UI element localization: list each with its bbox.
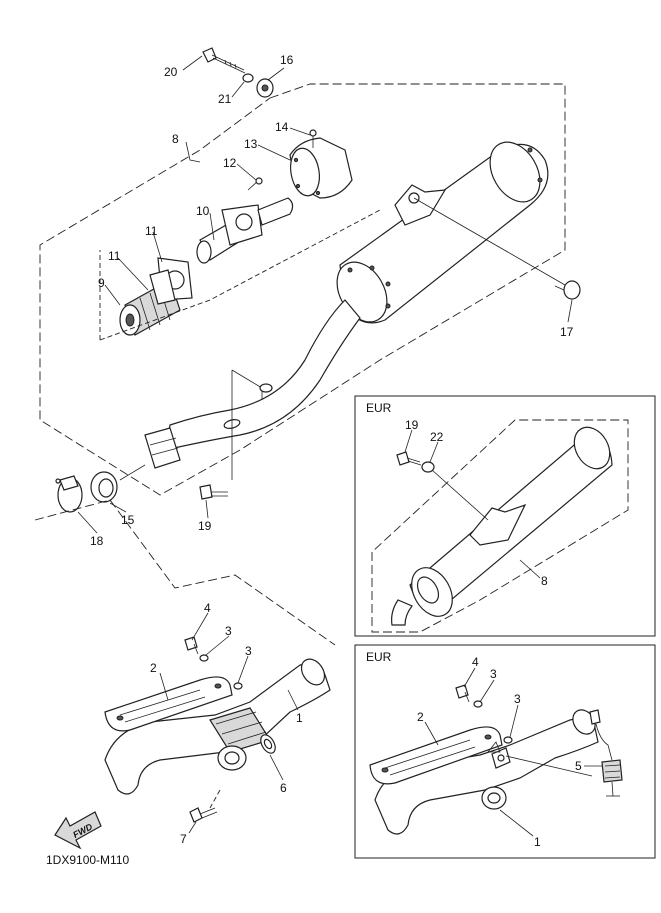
eur-washer-3a (473, 700, 483, 708)
callout-1b: 1 (534, 835, 541, 849)
washer-3b (233, 682, 243, 690)
bolt-4 (184, 636, 199, 655)
callout-20: 20 (164, 65, 178, 79)
callout-2: 2 (150, 661, 157, 675)
eur-muffler-box (354, 395, 656, 637)
callout-18: 18 (90, 534, 104, 548)
callout-13: 13 (244, 137, 258, 151)
callout-6: 6 (280, 781, 287, 795)
eur-bolt-19 (396, 451, 422, 466)
callout-numbers: 20 21 16 14 13 12 10 11 11 9 8 17 15 18 … (90, 53, 582, 849)
eur-heat-protector-2 (369, 726, 503, 785)
muffler-bracket (394, 184, 447, 226)
callout-14: 14 (275, 120, 289, 134)
callout-11a: 11 (145, 224, 158, 238)
callout-4b: 4 (472, 655, 479, 669)
callout-3d: 3 (514, 692, 521, 706)
muffler-group-outline (39, 83, 566, 496)
gasket-6 (260, 734, 276, 754)
bolt-20 (202, 47, 246, 74)
callout-17: 17 (560, 325, 574, 339)
callout-22: 22 (430, 430, 444, 444)
eur-washer-3b (503, 736, 513, 744)
gasket-11b (149, 269, 176, 305)
callout-11b: 11 (108, 249, 121, 263)
callout-12: 12 (223, 156, 237, 170)
header-group-outline (34, 499, 336, 646)
eur-washer-22 (421, 461, 435, 473)
eur-region-label: EUR (366, 401, 392, 415)
callout-3c: 3 (490, 667, 497, 681)
callout-19: 19 (198, 519, 212, 533)
callout-3b: 3 (245, 644, 252, 658)
callout-5: 5 (575, 759, 582, 773)
washer-21 (242, 73, 254, 83)
callout-19b: 19 (405, 418, 419, 432)
callout-8b: 8 (541, 574, 548, 588)
callout-3a: 3 (225, 624, 232, 638)
callout-9: 9 (98, 276, 105, 290)
callout-4: 4 (204, 601, 211, 615)
callout-2b: 2 (417, 710, 424, 724)
eur-region-label-2: EUR (366, 650, 392, 664)
callout-1: 1 (296, 711, 303, 725)
callout-15: 15 (121, 513, 135, 527)
bolt-19 (199, 484, 228, 500)
grommet-16 (256, 78, 274, 98)
callout-16: 16 (280, 53, 294, 67)
inner-pipe-10 (196, 197, 294, 264)
callout-10: 10 (196, 204, 210, 218)
bolt-12 (247, 177, 263, 191)
exhaust-pipe (164, 299, 361, 451)
clamp-18 (55, 475, 83, 513)
heat-protector-2 (104, 676, 233, 732)
screw-14 (309, 129, 317, 148)
o2-sensor-5 (589, 709, 623, 797)
eur-header-box (354, 644, 656, 859)
callout-7: 7 (180, 832, 187, 846)
muffler-body (336, 141, 549, 324)
callout-8: 8 (172, 132, 179, 146)
bolt-7 (189, 807, 218, 823)
grommet-17 (554, 280, 581, 300)
fwd-arrow: FWD (54, 811, 102, 850)
end-cap-13 (289, 137, 353, 199)
eur-muffler-bracket (469, 503, 527, 546)
eur-bolt-4 (455, 684, 470, 703)
drawing-code: 1DX9100-M110 (46, 853, 129, 867)
eur-muffler-outline (371, 419, 629, 633)
pipe-joint (144, 427, 181, 469)
eur-sensor-boss (487, 741, 511, 769)
callout-21: 21 (218, 92, 232, 106)
leader-lines (77, 55, 602, 837)
washer-3a (199, 654, 209, 662)
internals-subgroup (99, 209, 381, 341)
gasket-15 (90, 471, 118, 503)
